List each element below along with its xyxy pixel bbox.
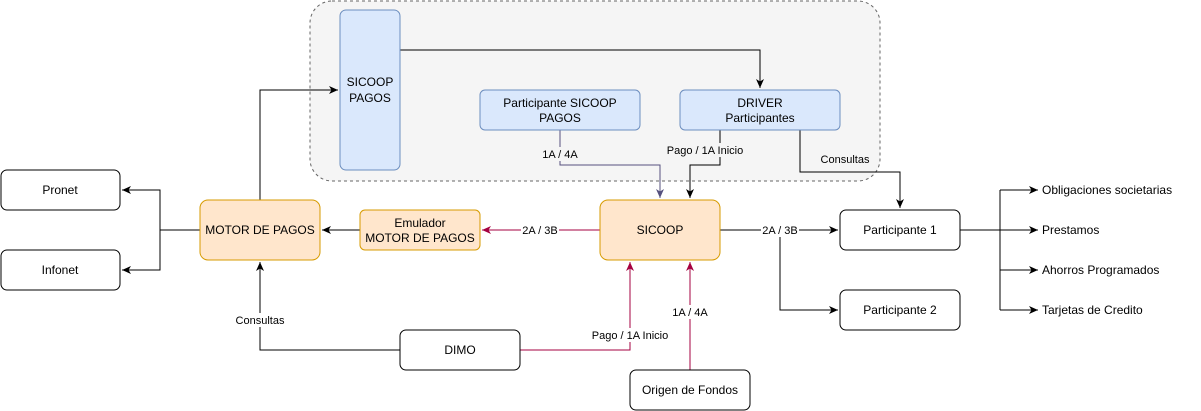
edge-motor-to-infonet — [122, 230, 161, 274]
svg-text:2A / 3B: 2A / 3B — [762, 225, 797, 237]
edge-label-1a-4a-bottom: 1A / 4A — [670, 305, 710, 319]
output-tarjetas-de-credito: Tarjetas de Credito — [1042, 303, 1143, 317]
node-sicoop[interactable]: SICOOP — [599, 199, 721, 261]
node-driver-participantes-line-2: Participantes — [725, 111, 794, 125]
edge-label-2a-3b-left: 2A / 3B — [521, 223, 559, 237]
svg-text:Consultas: Consultas — [821, 154, 870, 166]
svg-text:Consultas: Consultas — [236, 315, 285, 327]
svg-text:1A / 4A: 1A / 4A — [542, 149, 578, 161]
node-participante-sicoop-pagos-line-1: Participante SICOOP — [503, 96, 616, 110]
edge-sicoop-pagos-to-driver — [400, 49, 764, 88]
node-sicoop-pagos-line-1: SICOOP — [347, 75, 394, 89]
node-emulador-line-2: MOTOR DE PAGOS — [365, 231, 475, 245]
edge-motor-to-sicoop-pagos — [259, 86, 338, 200]
edge-sicoop-to-participante-2 — [779, 230, 838, 314]
edge-label-consultas-top: Consultas — [818, 152, 872, 166]
edge-driver-to-participante-1 — [799, 130, 904, 208]
node-emulador-line-1: Emulador — [394, 216, 445, 230]
node-motor-de-pagos-label: MOTOR DE PAGOS — [205, 223, 315, 237]
node-participante-2-label: Participante 2 — [863, 303, 937, 317]
node-pronet[interactable]: Pronet — [0, 169, 121, 211]
node-participante-sicoop-pagos[interactable]: Participante SICOOP PAGOS — [479, 89, 641, 131]
edge-dimo-to-motor — [256, 262, 400, 351]
output-prestamos: Prestamos — [1042, 223, 1099, 237]
edge-label-2a-3b-right: 2A / 3B — [761, 223, 799, 237]
node-participante-1[interactable]: Participante 1 — [839, 209, 961, 251]
node-motor-de-pagos[interactable]: MOTOR DE PAGOS — [199, 199, 321, 261]
edge-label-pago-bottom: Pago / 1A Inicio — [591, 328, 669, 342]
node-participante-sicoop-pagos-line-2: PAGOS — [539, 111, 581, 125]
node-pronet-label: Pronet — [42, 183, 78, 197]
node-driver-participantes[interactable]: DRIVER Participantes — [679, 89, 841, 131]
node-participante-2[interactable]: Participante 2 — [839, 289, 961, 331]
node-infonet[interactable]: Infonet — [0, 249, 121, 291]
svg-text:Pago / 1A Inicio: Pago / 1A Inicio — [667, 145, 743, 157]
node-emulador[interactable]: Emulador MOTOR DE PAGOS — [359, 209, 481, 251]
edge-motor-to-pronet — [122, 186, 200, 231]
edge-label-pago-top: Pago / 1A Inicio — [666, 143, 744, 157]
output-obligaciones-societarias: Obligaciones societarias — [1042, 183, 1172, 197]
node-origen-de-fondos[interactable]: Origen de Fondos — [629, 369, 751, 411]
output-ahorros-programados: Ahorros Programados — [1042, 263, 1159, 277]
node-participante-1-label: Participante 1 — [863, 223, 937, 237]
edge-label-consultas-bottom: Consultas — [234, 313, 286, 327]
edge-label-1a-4a-top: 1A / 4A — [540, 147, 580, 161]
node-driver-participantes-line-1: DRIVER — [737, 96, 783, 110]
svg-text:Pago / 1A Inicio: Pago / 1A Inicio — [592, 330, 668, 342]
edge-output-obligaciones — [999, 190, 1038, 310]
svg-text:1A / 4A: 1A / 4A — [672, 307, 708, 319]
node-sicoop-label: SICOOP — [637, 223, 684, 237]
node-origen-de-fondos-label: Origen de Fondos — [642, 383, 738, 397]
node-dimo-label: DIMO — [444, 343, 475, 357]
svg-text:2A / 3B: 2A / 3B — [522, 225, 557, 237]
edge-dimo-to-sicoop — [520, 262, 634, 351]
node-sicoop-pagos-line-2: PAGOS — [349, 91, 391, 105]
node-dimo[interactable]: DIMO — [399, 329, 521, 371]
node-sicoop-pagos[interactable]: SICOOP PAGOS — [339, 9, 401, 171]
node-infonet-label: Infonet — [42, 263, 79, 277]
